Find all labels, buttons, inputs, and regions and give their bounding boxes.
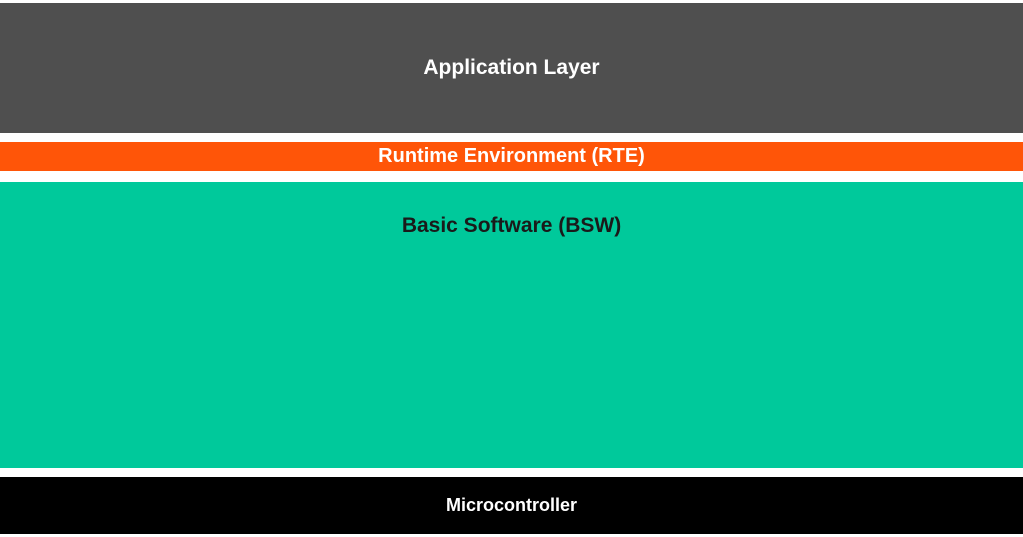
rte-layer-label: Runtime Environment (RTE) bbox=[378, 145, 645, 167]
microcontroller-layer: Microcontroller bbox=[0, 477, 1023, 534]
bsw-layer: Basic Software (BSW) bbox=[0, 182, 1023, 468]
application-layer: Application Layer bbox=[0, 3, 1023, 133]
application-layer-label: Application Layer bbox=[423, 56, 600, 79]
bsw-layer-label: Basic Software (BSW) bbox=[401, 214, 622, 237]
rte-layer: Runtime Environment (RTE) bbox=[0, 142, 1023, 171]
microcontroller-layer-label: Microcontroller bbox=[445, 495, 578, 515]
